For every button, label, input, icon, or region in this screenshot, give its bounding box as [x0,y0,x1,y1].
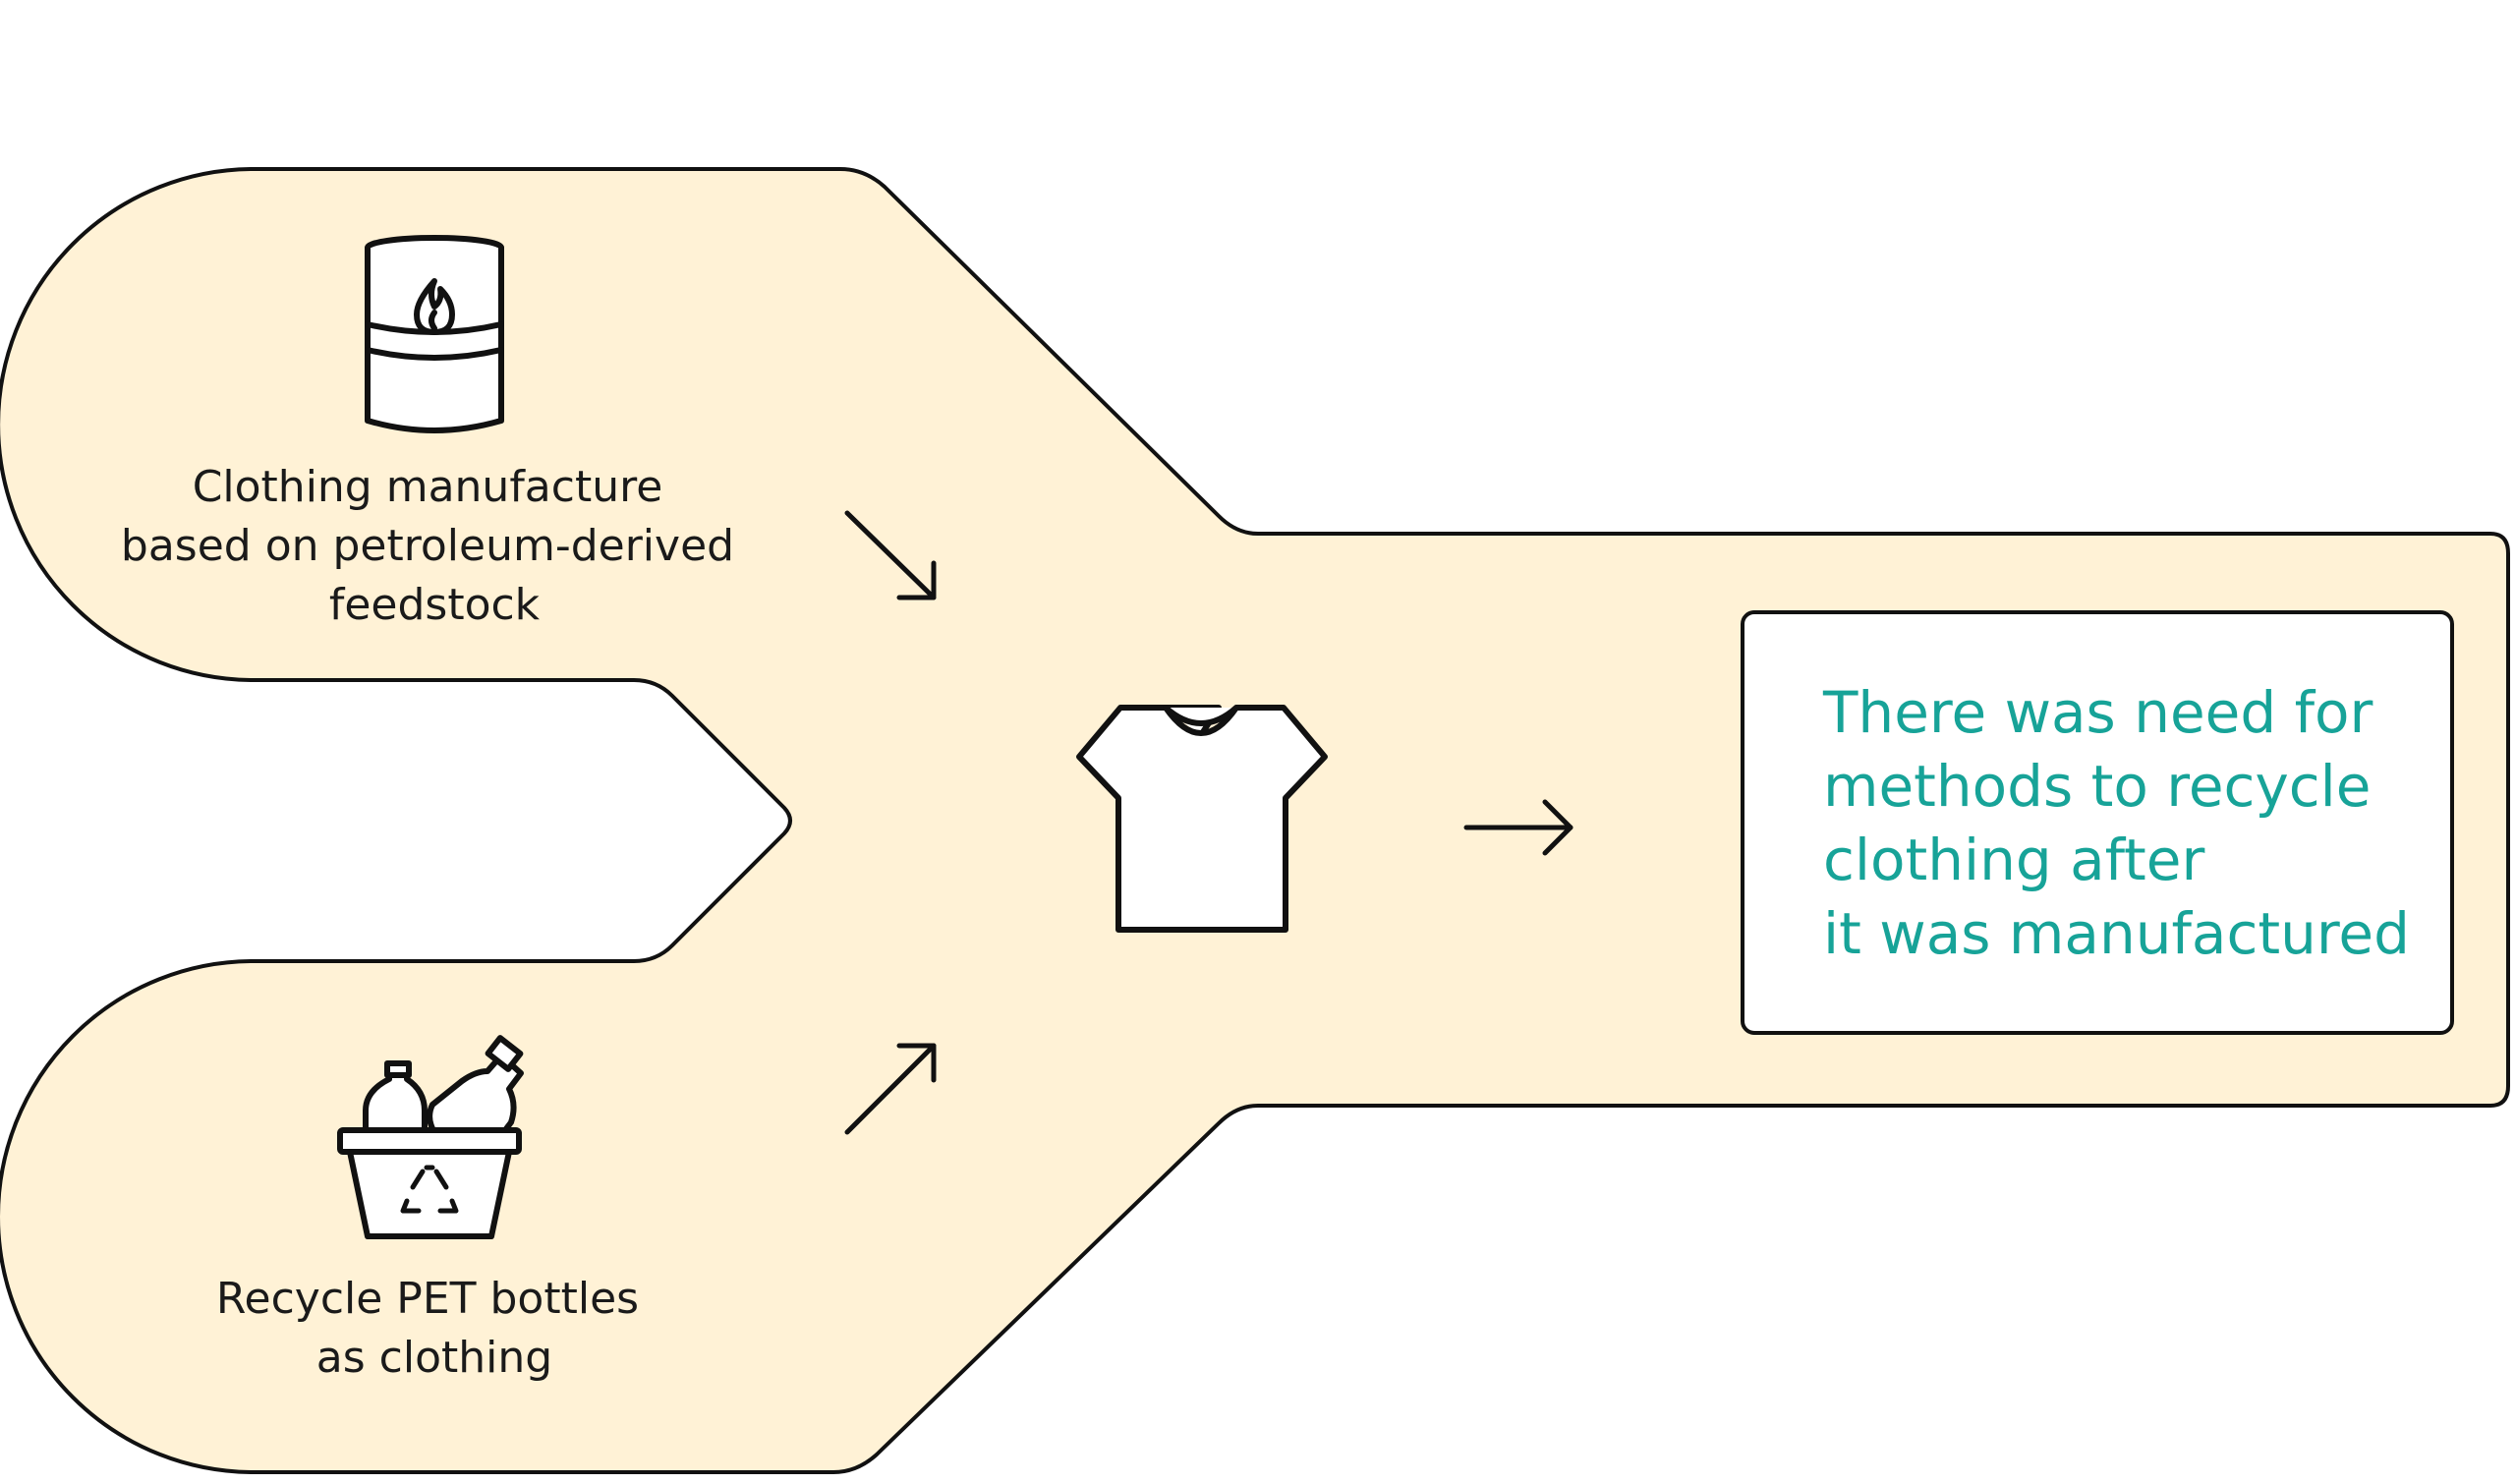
oil-barrel-icon [365,235,504,433]
arrow-right-icon [1463,799,1573,856]
arrow-down-right-icon [844,510,937,600]
top-source-label: Clothing manufacture based on petroleum-… [121,462,748,630]
result-box [1741,610,2454,1035]
result-text: There was need for methods to recycle cl… [1822,679,2410,967]
bottom-source-label: Recycle PET bottles as clothing [216,1274,653,1383]
tshirt-icon [1076,705,1328,933]
arrow-up-right-icon [844,1043,937,1135]
recycling-basket-icon [337,1035,524,1239]
